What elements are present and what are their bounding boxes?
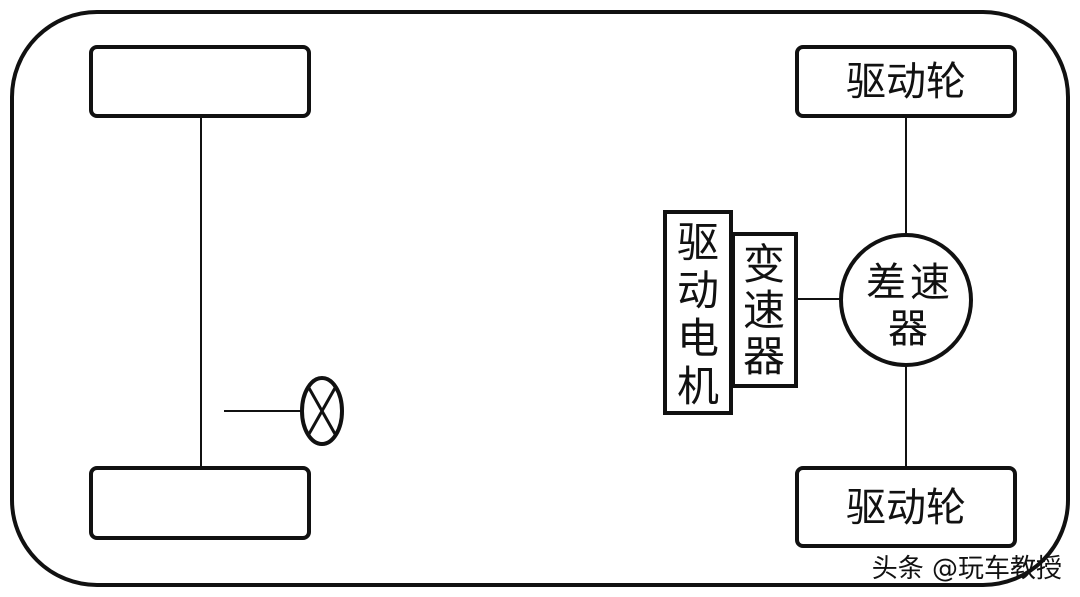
drive-wheel-rear-right [795,466,1017,548]
transmission-label-3: 器 [743,332,785,381]
drive-motor-label-4: 机 [677,362,719,411]
drive-motor-label-3: 电 [677,314,719,363]
transmission-box [731,232,798,388]
watermark: 头条 @玩车教授 [871,554,1062,584]
drive-wheel-front-right-label: 驱动轮 [846,59,966,105]
differential-label-3: 器 [888,306,928,352]
steering-symbol-icon [300,376,344,446]
differential-circle [839,233,973,367]
drive-motor-label-1: 驱 [677,218,719,267]
differential-label-1: 差 [866,260,906,306]
drive-wheel-front-right [795,45,1017,118]
drive-motor-box [663,210,733,415]
vehicle-body-outline [10,10,1070,587]
drive-wheel-rear-right-label: 驱动轮 [846,485,966,531]
wheel-rear-left [89,466,311,540]
transmission-label-2: 速 [743,286,785,335]
wheel-front-left [89,45,311,118]
differential-label-2: 速 [910,260,950,306]
drive-motor-label-2: 动 [677,266,719,315]
transmission-label-1: 变 [743,240,785,289]
